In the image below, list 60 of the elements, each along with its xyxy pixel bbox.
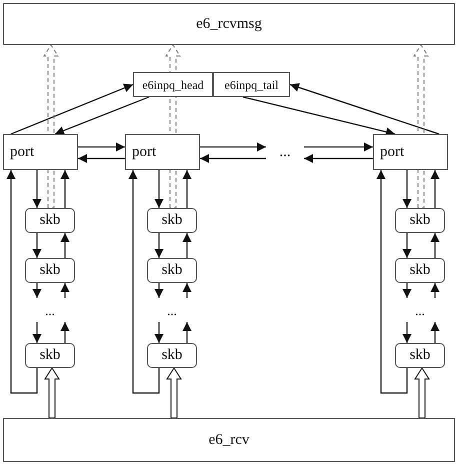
buffer-box: skb [395,258,445,283]
arrow [402,283,412,298]
arrow [32,233,42,258]
arrow [60,233,70,258]
arrow [154,170,164,208]
ellipsis: ... [147,298,197,322]
arrow [402,322,412,343]
arrow [430,322,440,343]
arrow [200,154,266,163]
queue-pointer-box: e6inpq_head [133,72,213,97]
hollow-arrow [414,367,430,418]
arrow [304,142,373,152]
buffer-box: skb [395,208,445,233]
module-box: e6_rcvmsg [3,3,455,45]
port-box: port [373,134,448,170]
arrow [54,96,150,135]
arrow [78,154,125,163]
arrow [78,142,125,152]
arrow [200,142,266,152]
arrow [154,283,164,298]
buffer-box: skb [25,258,75,283]
hollow-arrow [44,367,60,418]
arrow [242,96,396,136]
port-box: port [3,134,78,170]
queue-pointer-box: e6inpq_tail [213,72,290,97]
arrow [60,283,70,298]
arrow [182,233,192,258]
arrow [430,233,440,258]
arrow [60,322,70,343]
arrow [402,170,412,208]
arrow [10,84,134,135]
arrow [6,170,38,394]
ellipsis: ... [25,298,75,322]
ellipsis: ... [395,298,445,322]
arrow [402,233,412,258]
arrow [290,83,440,135]
arrow [128,170,160,394]
buffer-box: skb [395,343,445,368]
buffer-box: skb [25,343,75,368]
buffer-box: skb [25,208,75,233]
arrow [430,283,440,298]
buffer-box: skb [147,258,197,283]
arrow [376,170,408,394]
port-box: port [125,134,200,170]
arrow [60,170,70,208]
buffer-box: skb [147,343,197,368]
arrow [304,154,373,163]
arrow [32,322,42,343]
arrow [154,322,164,343]
arrow [154,233,164,258]
arrow [32,283,42,298]
buffer-box: skb [147,208,197,233]
hollow-arrow [166,367,182,418]
ellipsis: ... [266,134,304,170]
arrow [32,170,42,208]
arrow [182,170,192,208]
arrow [182,322,192,343]
module-box: e6_rcv [3,418,455,462]
arrow [430,170,440,208]
arrow [182,283,192,298]
